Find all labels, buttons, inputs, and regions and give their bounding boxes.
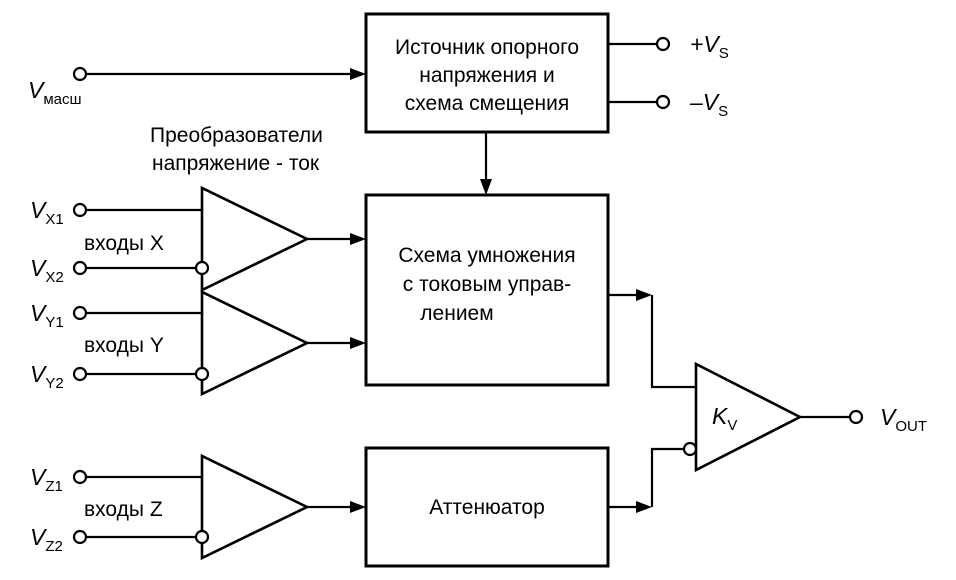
converters-label-line-2: напряжение - ток [152, 152, 320, 175]
pos-supply-label: +VS [690, 31, 729, 62]
vz1-terminal [72, 469, 88, 485]
attenuator-out-wire-2 [650, 447, 684, 507]
output-label: VOUT [880, 404, 927, 435]
y-to-multiplier-arrow [350, 337, 366, 349]
gain-label: KV [712, 403, 737, 434]
vz2-label: VZ2 [30, 524, 63, 555]
attenuator-block [364, 446, 610, 568]
y-converter-amplifier [200, 289, 310, 397]
attenuator-out-arrow [636, 501, 652, 513]
reference-source-line-2: напряжения и [419, 64, 554, 87]
multiplier-out-wire-2 [650, 295, 696, 389]
vmash-label: Vмасш [28, 77, 82, 108]
y-inputs-label: входы Y [84, 334, 164, 357]
multiplier-line-3: лением [420, 302, 493, 325]
multiplier-block [364, 193, 610, 387]
attenuator-label: Аттенюатор [429, 496, 545, 519]
multiplier-out-arrow [636, 289, 652, 301]
vx1-terminal [72, 202, 88, 218]
reference-source-line-1: Источник опорного [395, 36, 579, 59]
vz2-terminal [72, 529, 88, 545]
vx1-label: VX1 [30, 197, 64, 228]
vmash-terminal [72, 66, 88, 82]
converters-label-line-1: Преобразователи [150, 124, 323, 147]
vx2-terminal [72, 260, 88, 276]
output-amp-inverting-bubble [682, 441, 698, 457]
multiplier-line-1: Схема умножения [398, 244, 575, 267]
vmash-arrow [350, 68, 366, 80]
vy2-label: VY2 [30, 361, 64, 392]
vx2-inverting-bubble [194, 260, 210, 276]
x-to-multiplier-arrow [350, 233, 366, 245]
x-converter-amplifier [200, 185, 310, 293]
pos-supply-terminal [655, 36, 671, 52]
x-inputs-label: входы X [84, 232, 164, 255]
reference-source-block [364, 12, 610, 134]
z-to-attenuator-arrow [350, 501, 366, 513]
neg-supply-terminal [655, 94, 671, 110]
vz1-label: VZ1 [30, 464, 63, 495]
vy2-terminal [72, 366, 88, 382]
neg-supply-label: –VS [689, 89, 728, 120]
reference-to-multiplier-arrow [480, 179, 492, 195]
multiplier-line-2: с токовым управ- [403, 273, 571, 296]
output-terminal [848, 409, 864, 425]
output-amplifier [694, 361, 803, 473]
vx2-label: VX2 [30, 255, 64, 286]
vy1-label: VY1 [30, 300, 64, 331]
vz2-inverting-bubble [194, 529, 210, 545]
vy2-inverting-bubble [194, 366, 210, 382]
vy1-terminal [72, 305, 88, 321]
z-converter-amplifier [200, 453, 310, 561]
z-inputs-label: входы Z [84, 498, 163, 521]
reference-source-line-3: схема смещения [405, 92, 569, 115]
